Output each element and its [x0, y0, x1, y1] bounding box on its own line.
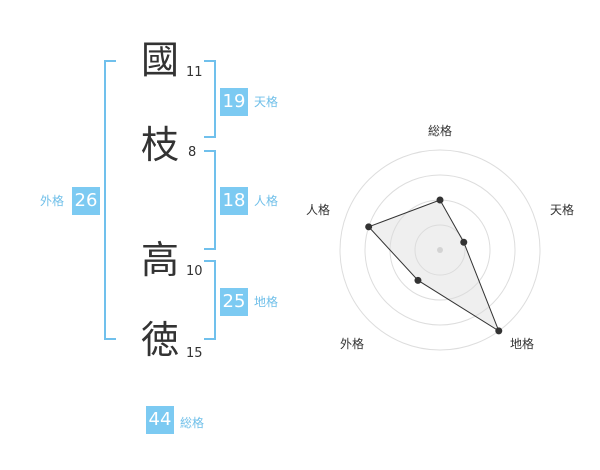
name-char-4: 徳: [140, 318, 179, 362]
soukaku-value-badge: 44: [146, 406, 174, 434]
tenkaku-bracket: [204, 60, 216, 138]
name-char-2: 枝: [140, 123, 179, 167]
radar-polygon: [367, 199, 500, 333]
radar-axis-label-chikaku: 地格: [510, 337, 535, 351]
radar-ring: [364, 174, 516, 326]
stroke-count-2: 8: [188, 145, 197, 160]
name-char-3: 高: [140, 238, 179, 282]
chikaku-label: 地格: [254, 295, 279, 309]
tenkaku-value-badge: 19: [220, 88, 248, 116]
radar-center: [437, 247, 443, 253]
radar-point-1: [436, 196, 444, 204]
tenkaku-label: 天格: [254, 95, 279, 109]
name-char-1: 國: [140, 38, 179, 82]
radar-point-5: [365, 223, 373, 231]
radar-ring: [414, 224, 466, 276]
radar-point-2: [460, 238, 468, 246]
chikaku-bracket: [204, 260, 216, 340]
stroke-count-1: 11: [186, 65, 203, 80]
jinkaku-value-badge: 18: [220, 187, 248, 215]
gaikaku-bracket: [104, 60, 116, 340]
gaikaku-label: 外格: [40, 194, 65, 208]
stroke-count-3: 10: [186, 264, 203, 279]
radar-ring: [339, 149, 541, 351]
gaikaku-value-badge: 26: [72, 187, 100, 215]
radar-axis-label-jinkaku: 人格: [306, 203, 331, 217]
stroke-count-4: 15: [186, 346, 203, 361]
radar-point-4: [414, 276, 422, 284]
jinkaku-bracket: [204, 150, 216, 250]
chikaku-value-badge: 25: [220, 288, 248, 316]
soukaku-label: 総格: [180, 416, 205, 430]
jinkaku-label: 人格: [254, 194, 279, 208]
radar-axis-label-soukaku: 総格: [428, 124, 453, 138]
radar-axis-label-tenkaku: 天格: [550, 203, 575, 217]
radar-axis-label-gaikaku: 外格: [340, 337, 365, 351]
radar-point-3: [495, 327, 503, 335]
